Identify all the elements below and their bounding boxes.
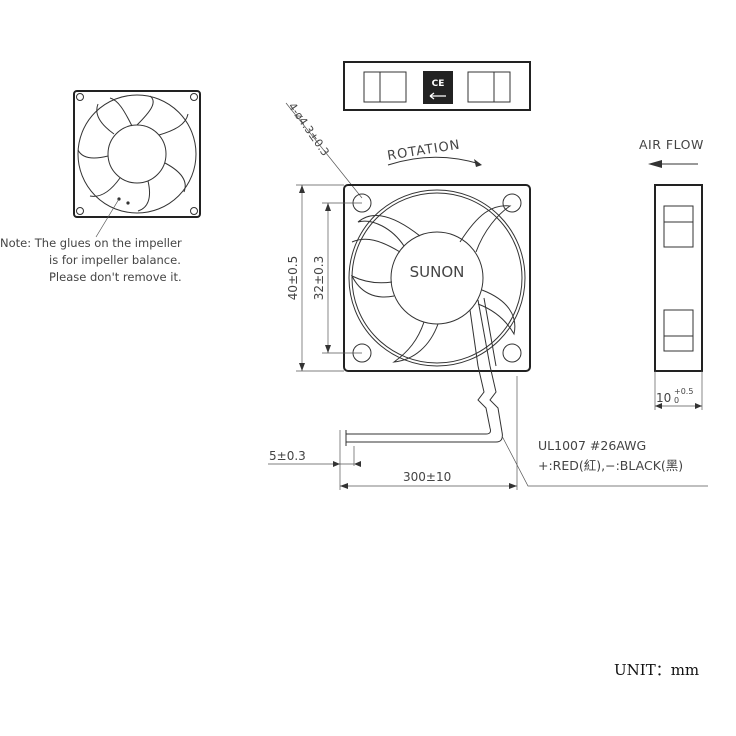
svg-text:CE: CE	[432, 79, 445, 89]
dim-height-label: 40±0.5	[286, 256, 300, 300]
dim-depth-tol-upper: +0.5	[674, 387, 693, 396]
dimension-height	[296, 184, 344, 372]
airflow-arrow-icon	[648, 160, 698, 168]
fan-blades	[350, 205, 516, 363]
ce-certification-icon	[423, 71, 453, 104]
brand-label: SUNON	[410, 263, 465, 281]
note-leader-line	[95, 198, 120, 238]
lead-wires	[268, 365, 708, 490]
fan-front-view	[343, 184, 531, 372]
hole-spec-label: 4-ø4.3±0.3	[286, 100, 332, 158]
overview-blades	[77, 95, 189, 212]
dimension-depth	[654, 371, 703, 410]
rotation-label: ROTATION	[386, 138, 461, 164]
note-line-2: is for impeller balance.	[49, 253, 181, 267]
fan-overview-drawing	[73, 90, 201, 238]
air-flow-label: AIR FLOW	[639, 137, 704, 152]
rotation-arrowhead-icon	[474, 159, 482, 167]
dim-depth-label: 10	[656, 391, 671, 405]
unit-label: UNIT：mm	[614, 661, 699, 679]
rotation-arrow	[387, 156, 481, 166]
note-line-1: Note: The glues on the impeller	[0, 236, 182, 250]
label-top-view: CE	[343, 61, 531, 111]
dim-hole-spacing-label: 32±0.3	[312, 256, 326, 300]
dim-wire-strip-label: 5±0.3	[269, 449, 306, 463]
fan-side-view	[654, 184, 703, 372]
note-line-3: Please don't remove it.	[49, 270, 182, 284]
dimension-hole-spacing	[322, 202, 362, 354]
hole-spec-leader	[285, 102, 363, 199]
ce-arrow-icon	[429, 92, 446, 100]
glue-dot	[126, 201, 130, 205]
wire-colors-label: +:RED(紅),−:BLACK(黑)	[538, 458, 683, 473]
wire-spec-label: UL1007 #26AWG	[538, 438, 646, 453]
dim-depth-tol-lower: 0	[674, 396, 679, 405]
dim-wire-length-label: 300±10	[403, 470, 451, 484]
